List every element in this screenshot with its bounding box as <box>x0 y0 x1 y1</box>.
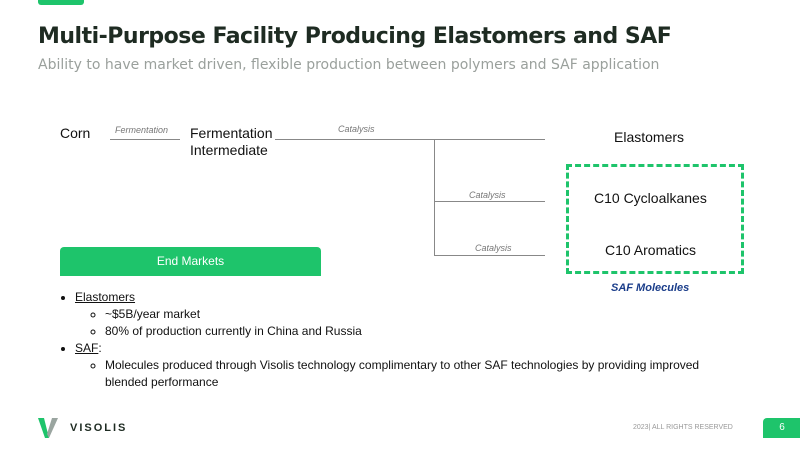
saf-box <box>566 164 744 274</box>
end-markets-list: Elastomers ~$5B/year market80% of produc… <box>55 289 735 391</box>
list-item: ~$5B/year market <box>105 306 735 323</box>
aromatics-node: C10 Aromatics <box>605 242 697 258</box>
elastomers-node: Elastomers <box>614 129 685 145</box>
list-item: Elastomers ~$5B/year market80% of produc… <box>75 289 735 340</box>
page-subtitle: Ability to have market driven, flexible … <box>38 57 660 73</box>
catalysis-label-3: Catalysis <box>475 243 512 253</box>
arrow-to-elastomers <box>275 139 545 140</box>
branch-line <box>434 139 435 255</box>
intermediate-line1: Fermentation <box>190 125 273 141</box>
list-item: SAF: Molecules produced through Visolis … <box>75 340 735 391</box>
visolis-logo-icon <box>38 418 58 438</box>
arrow-corn-intermediate <box>110 139 180 140</box>
saf-molecules-label: SAF Molecules <box>611 282 690 294</box>
catalysis-label-2: Catalysis <box>469 190 506 200</box>
top-accent-bar <box>38 0 84 5</box>
list-item: 80% of production currently in China and… <box>105 323 735 340</box>
end-markets-header: End Markets <box>60 247 321 276</box>
list-item: Molecules produced through Visolis techn… <box>105 357 735 391</box>
arrow-to-cycloalkanes <box>434 201 545 202</box>
visolis-logo-text: VISOLIS <box>70 422 128 434</box>
page-number: 6 <box>763 418 800 438</box>
fermentation-label: Fermentation <box>115 125 169 135</box>
corn-node: Corn <box>60 125 91 141</box>
arrow-to-aromatics <box>434 255 545 256</box>
page-title: Multi-Purpose Facility Producing Elastom… <box>38 24 672 49</box>
intermediate-line2: Intermediate <box>190 142 268 158</box>
catalysis-label-1: Catalysis <box>338 124 375 134</box>
cycloalkanes-node: C10 Cycloalkanes <box>594 190 707 206</box>
copyright: 2023| ALL RIGHTS RESERVED <box>633 424 733 431</box>
